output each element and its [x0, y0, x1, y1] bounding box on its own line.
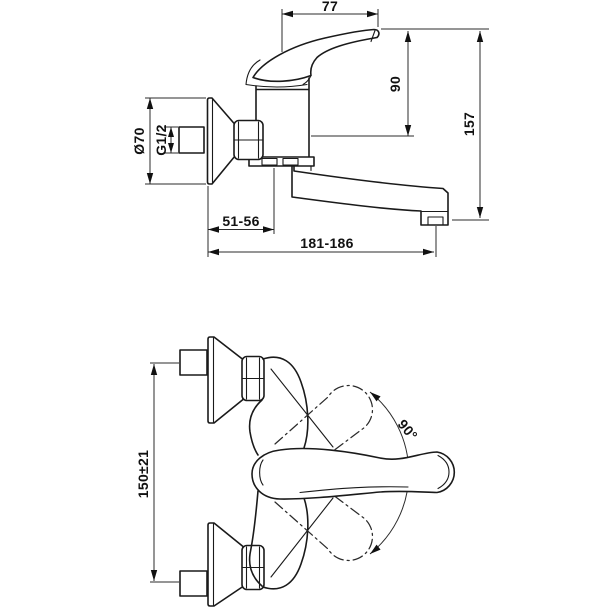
union-nut-bottom — [241, 544, 265, 591]
faucet-side — [178, 28, 449, 226]
dim-escutcheon-diameter: Ø70 — [131, 98, 154, 184]
lever-arm-contour — [299, 486, 409, 494]
handle-tip-facet — [370, 29, 376, 43]
lever-handle-plan-outline — [251, 447, 456, 500]
lever-handle-plan — [251, 447, 456, 500]
dim-inlet-thread: G1/2 — [153, 124, 174, 156]
body-side — [255, 77, 310, 158]
inlet-stub-side — [178, 126, 205, 154]
plan-view: 150±21 90° — [135, 336, 456, 607]
dim-total-height-label: 157 — [461, 112, 477, 136]
inlet-stub-top — [179, 349, 208, 376]
side-extension-lines — [145, 9, 489, 257]
aerator-outlet — [427, 216, 444, 226]
lever-hub-contour — [259, 459, 264, 486]
flange-port-left — [261, 157, 278, 166]
union-nut-side — [233, 119, 264, 161]
escutcheon-side — [206, 97, 236, 185]
dim-wall-to-spout: 181-186 — [208, 235, 434, 256]
dim-wall-to-body: 51-56 — [208, 213, 274, 233]
body-plan-left-bottom — [248, 490, 263, 587]
lever-cap-inner-line — [437, 454, 450, 490]
dim-inlet-thread-label: G1/2 — [153, 124, 169, 156]
dim-escutcheon-diameter-label: Ø70 — [131, 127, 147, 154]
dim-height-above-inlet: 90 — [387, 31, 412, 136]
dim-total-height: 157 — [461, 31, 484, 218]
body-plan-right-top — [262, 356, 309, 449]
swing-arc-arrow-bottom — [370, 544, 381, 554]
dim-height-above-inlet-label: 90 — [387, 76, 403, 92]
faucet-plan — [179, 336, 334, 607]
union-nut-top — [241, 355, 265, 402]
dim-handle-projection: 77 — [282, 0, 378, 18]
flange-port-right — [282, 157, 299, 166]
inlet-stub-bottom — [179, 570, 208, 597]
side-view: 77 90 157 Ø70 — [131, 0, 489, 257]
dim-handle-projection-label: 77 — [322, 0, 338, 14]
cartridge-dome — [245, 59, 312, 88]
ghost-handle-up — [274, 384, 374, 471]
spout-edge-bottom — [270, 497, 334, 578]
plan-extension-lines — [150, 362, 179, 583]
handle-swing-ghosts — [274, 384, 374, 562]
union-nut-facets — [233, 121, 264, 159]
swing-arc-arrow-top — [370, 392, 381, 402]
body-plan-right-bottom — [262, 497, 309, 590]
ghost-handle-down — [274, 475, 374, 562]
spout-edge-top — [270, 368, 334, 448]
dim-inlet-spacing-label: 150±21 — [135, 450, 151, 498]
lever-handle-side — [252, 28, 380, 83]
body-plan-left-top — [248, 399, 263, 456]
spout-side — [291, 165, 449, 226]
dim-swing-angle-label: 90° — [395, 416, 421, 443]
side-dimensions: 77 90 157 Ø70 — [131, 0, 484, 256]
dim-inlet-spacing: 150±21 — [135, 364, 158, 581]
dim-wall-to-body-label: 51-56 — [222, 213, 259, 229]
dim-wall-to-spout-label: 181-186 — [300, 235, 353, 251]
